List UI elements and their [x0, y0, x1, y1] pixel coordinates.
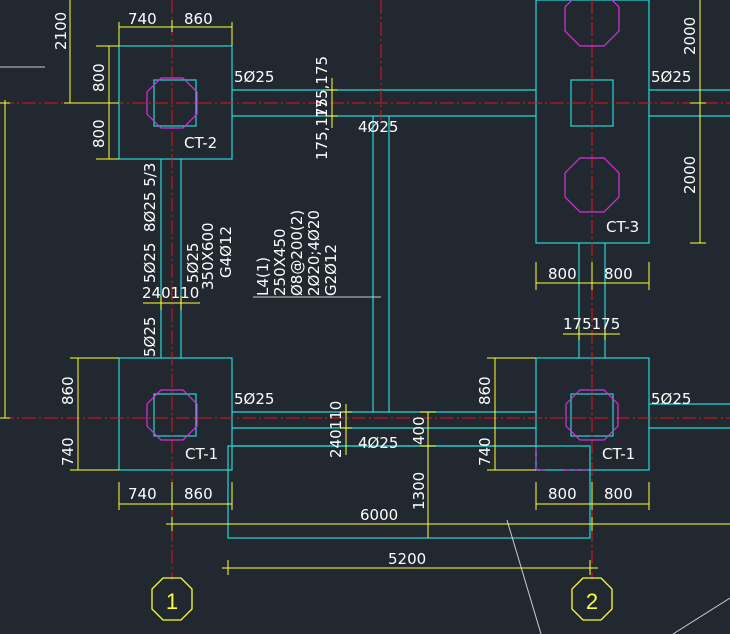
dim-860-right: 860	[476, 376, 494, 405]
dim-5200: 5200	[388, 550, 426, 568]
axis-label-2: 2	[586, 589, 598, 614]
beam-l4-rebar: 2Ø20;4Ø20	[305, 210, 323, 296]
rebar-4025-top: 4Ø25	[358, 118, 398, 136]
rebar-5025-b: 5Ø25	[651, 68, 691, 86]
structure-outlines	[118, 0, 730, 539]
label-ct1-left: CT-1	[185, 445, 218, 463]
dim-860-left: 860	[59, 376, 77, 405]
beam-l4-name: L4(1)	[254, 257, 272, 296]
pile-ct1-left	[146, 389, 198, 441]
pile-cap-ct1-left	[118, 357, 233, 471]
rebar-5025-a: 5Ø25	[234, 68, 274, 86]
rebar-5025-c: 5Ø25	[141, 243, 159, 283]
dim-740-left: 740	[59, 437, 77, 466]
dim-800-f: 800	[604, 485, 633, 503]
beam-l4-side: G2Ø12	[322, 244, 340, 296]
beam-l4-size: 250X450	[271, 228, 289, 296]
beam-5025: 5Ø25	[184, 243, 202, 283]
leader-lines	[0, 66, 730, 634]
dim-2100: 2100	[52, 12, 70, 50]
dim-800-b: 800	[90, 119, 108, 148]
pile-ct1-right	[565, 389, 619, 441]
dim-860-bot: 860	[184, 485, 213, 503]
beam-g4012: G4Ø12	[217, 226, 235, 278]
pile-ct3-top	[564, 0, 620, 47]
dim-800-e: 800	[548, 485, 577, 503]
dim-800-d: 800	[604, 265, 633, 283]
dim-1300: 1300	[410, 472, 428, 510]
dim-740-top: 740	[128, 10, 157, 28]
dim-860-top: 860	[184, 10, 213, 28]
dimension-lines	[0, 0, 730, 575]
axis-marker-1	[151, 577, 193, 621]
axis-markers: 1 2	[151, 577, 613, 621]
dim-740-bot: 740	[128, 485, 157, 503]
dim-740-right: 740	[476, 437, 494, 466]
rebar-5025-d: 5Ø25	[141, 317, 159, 357]
dim-2000-a: 2000	[681, 17, 699, 55]
beam-l4-stirrup: Ø8@200(2)	[288, 210, 306, 296]
label-ct1-right: CT-1	[602, 445, 635, 463]
dim-6000: 6000	[360, 506, 398, 524]
axis-marker-2	[571, 577, 613, 621]
dimension-texts: 740 860 2100 800 800 175,175 175,175 200…	[52, 10, 699, 568]
pile-ct2	[146, 77, 198, 129]
column-ct1-left	[153, 393, 197, 437]
dim-175-175-a: 175,175	[313, 56, 331, 118]
dim-175-175-b: 175,175	[313, 98, 331, 160]
rebar-5025-e: 5Ø25	[234, 390, 274, 408]
rebar-8025: 8Ø25 5/3	[141, 163, 159, 232]
rebar-5025-f: 5Ø25	[651, 390, 691, 408]
dim-240110-b: 240110	[327, 401, 345, 458]
piles	[146, 0, 620, 471]
dim-800-c: 800	[548, 265, 577, 283]
axis-label-1: 1	[166, 589, 178, 614]
dim-240110-a: 240110	[142, 284, 199, 302]
dim-400: 400	[410, 416, 428, 445]
rebar-4025-bot: 4Ø25	[358, 434, 398, 452]
label-ct3: CT-3	[606, 218, 639, 236]
beam-350x600: 350X600	[199, 222, 217, 290]
pile-ct3-bottom	[564, 157, 620, 213]
dim-800-a: 800	[90, 63, 108, 92]
label-ct2: CT-2	[184, 134, 217, 152]
dim-2000-b: 2000	[681, 156, 699, 194]
annotation-texts: 5Ø25 4Ø25 5Ø25 8Ø25 5/3 5Ø25 5Ø25 350X60…	[141, 68, 691, 463]
dim-175175: 175175	[563, 315, 620, 333]
